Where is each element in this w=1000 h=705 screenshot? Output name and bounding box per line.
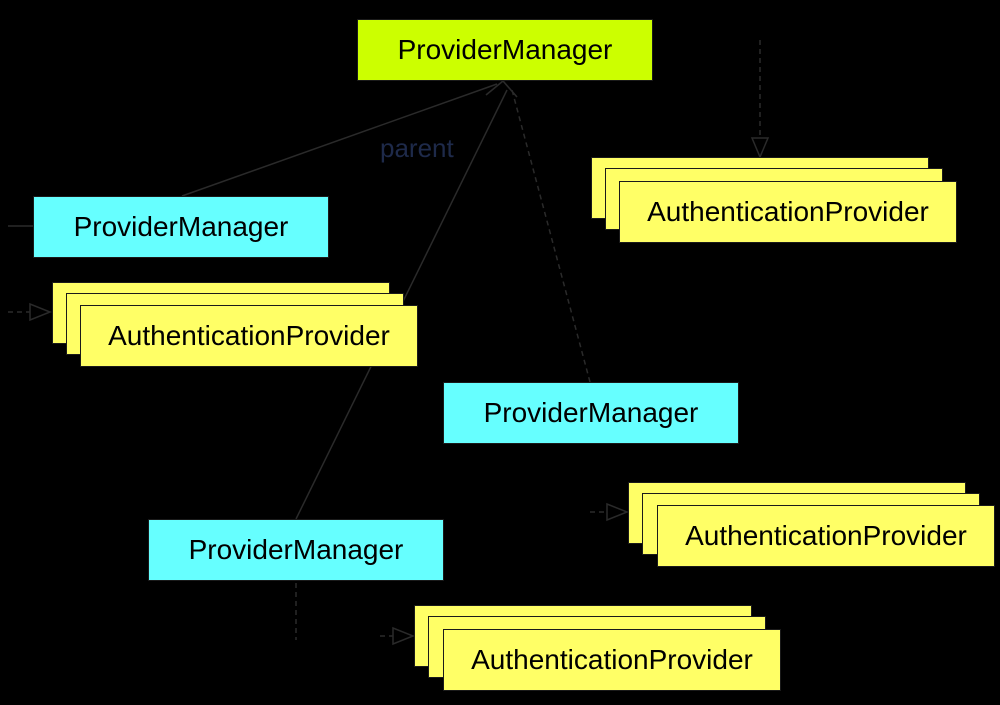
right-authentication-provider: AuthenticationProvider (657, 505, 995, 567)
child-provider-manager-right: ProviderManager (443, 382, 739, 444)
left-authentication-provider: AuthenticationProvider (80, 305, 418, 367)
bottom-authentication-provider-label: AuthenticationProvider (471, 644, 753, 675)
root-provider-manager: ProviderManager (357, 19, 653, 81)
child-provider-manager-bottom: ProviderManager (148, 519, 444, 581)
parent-link-left (181, 83, 498, 197)
child-provider-manager-right-label: ProviderManager (483, 397, 699, 428)
root-authentication-provider: AuthenticationProvider (619, 181, 957, 243)
root-authentication-provider-label: AuthenticationProvider (647, 196, 929, 227)
inheritance-arrowhead (485, 79, 518, 98)
child-provider-manager-left: ProviderManager (33, 196, 329, 258)
left-providers-arrowhead (29, 302, 53, 322)
child-provider-manager-left-label: ProviderManager (73, 211, 289, 242)
parent-label: parent (380, 133, 454, 163)
root-providers-arrowhead (750, 137, 770, 159)
right-authentication-provider-label: AuthenticationProvider (685, 520, 967, 551)
child-provider-manager-bottom-label: ProviderManager (188, 534, 404, 565)
right-providers-arrowhead (606, 502, 630, 522)
bottom-authentication-provider: AuthenticationProvider (443, 629, 781, 691)
left-authentication-provider-label: AuthenticationProvider (108, 320, 390, 351)
parent-link-right (511, 89, 591, 383)
bottom-providers-arrowhead (392, 626, 416, 646)
root-provider-manager-label: ProviderManager (397, 34, 613, 65)
